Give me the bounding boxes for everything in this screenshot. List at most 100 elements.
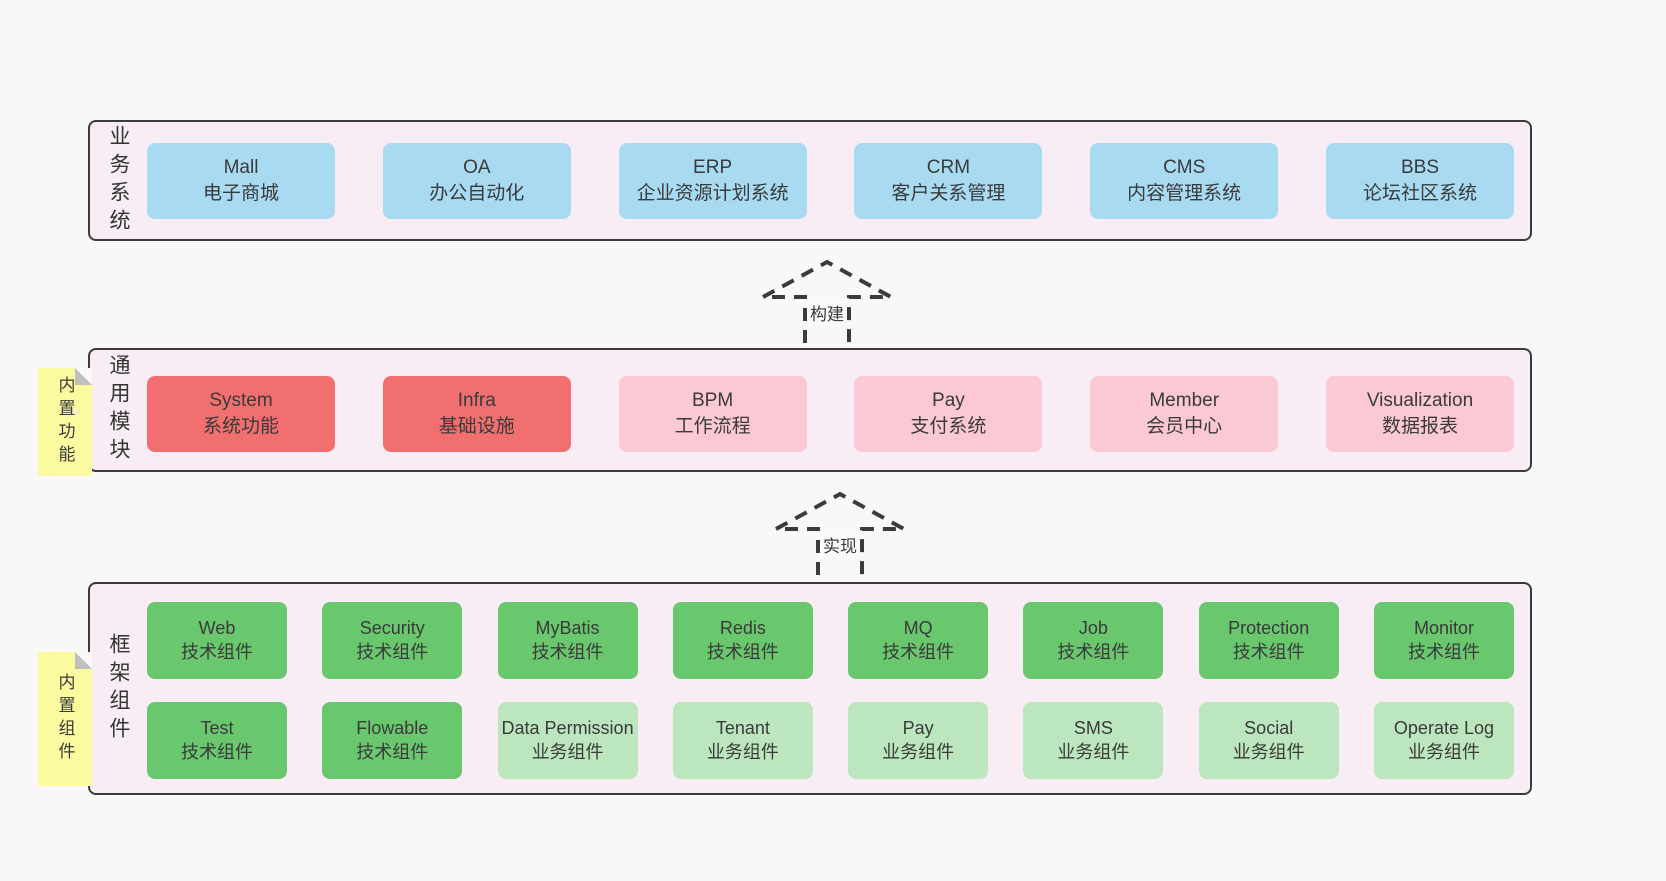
box-desc: 企业资源计划系统 [636, 183, 789, 204]
box-desc: 电子商城 [202, 183, 279, 204]
box-desc: 技术组件 [882, 641, 955, 662]
box-monitor: Monitor 技术组件 [1373, 602, 1514, 679]
box-name: Pay [932, 389, 965, 411]
box-security: Security 技术组件 [322, 602, 463, 679]
framework-components-container: 框架组件 Web 技术组件 Security 技术组件 MyBatis 技术组件… [88, 582, 1532, 795]
box-name: Job [1078, 617, 1108, 638]
box-name: Security [359, 617, 425, 638]
box-desc: 技术组件 [181, 741, 253, 762]
box-name: CRM [926, 156, 971, 178]
box-sms: SMS 业务组件 [1023, 702, 1164, 779]
box-erp: ERP 企业资源计划系统 [618, 143, 807, 219]
box-pay-component: Pay 业务组件 [848, 702, 989, 779]
box-mall: Mall 电子商城 [147, 143, 335, 219]
sticky-note-label: 内置组件 [55, 673, 75, 765]
box-name: Protection [1228, 617, 1310, 638]
box-desc: 业务组件 [882, 741, 955, 762]
box-data-permission: Data Permission 业务组件 [497, 702, 638, 779]
box-desc: 内容管理系统 [1127, 183, 1242, 204]
box-name: System [209, 389, 273, 411]
box-pay-module: Pay 支付系统 [854, 376, 1043, 452]
box-name: Web [198, 617, 236, 638]
box-name: Pay [902, 717, 934, 738]
box-bpm: BPM 工作流程 [618, 376, 807, 452]
box-desc: 业务组件 [706, 741, 779, 762]
box-name: MQ [903, 617, 933, 638]
box-mq: MQ 技术组件 [848, 602, 989, 679]
box-name: Social [1244, 717, 1294, 738]
box-desc: 技术组件 [356, 641, 429, 662]
box-name: BPM [692, 389, 734, 411]
box-name: Test [200, 717, 234, 738]
framework-components-label: 框架组件 [107, 632, 130, 745]
business-systems-label: 业务系统 [107, 124, 130, 237]
box-name: Visualization [1366, 389, 1474, 411]
box-social: Social 业务组件 [1198, 702, 1339, 779]
box-name: BBS [1400, 156, 1439, 178]
box-name: MyBatis [535, 617, 600, 638]
box-name: Tenant [715, 717, 770, 738]
sticky-note-label: 内置功能 [55, 376, 75, 468]
box-system: System 系统功能 [147, 376, 335, 452]
box-name: OA [463, 156, 491, 178]
box-desc: 技术组件 [531, 641, 604, 662]
box-desc: 基础设施 [438, 416, 515, 437]
box-desc: 系统功能 [202, 416, 279, 437]
up-block-arrow-icon [762, 259, 892, 343]
box-bbs: BBS 论坛社区系统 [1325, 143, 1514, 219]
common-modules-container: 通用模块 System 系统功能 Infra 基础设施 BPM 工作流程 Pay… [88, 348, 1532, 472]
box-desc: 会员中心 [1146, 416, 1223, 437]
business-systems-container: 业务系统 Mall 电子商城 OA 办公自动化 ERP 企业资源计划系统 CRM… [88, 120, 1532, 241]
box-desc: 客户关系管理 [891, 183, 1006, 204]
business-systems-row: Mall 电子商城 OA 办公自动化 ERP 企业资源计划系统 CRM 客户关系… [147, 143, 1514, 219]
box-desc: 技术组件 [1057, 641, 1130, 662]
box-mybatis: MyBatis 技术组件 [497, 602, 638, 679]
box-name: Infra [457, 389, 496, 411]
common-modules-row: System 系统功能 Infra 基础设施 BPM 工作流程 Pay 支付系统… [147, 376, 1514, 452]
box-desc: 技术组件 [181, 641, 253, 662]
implement-arrow: 实现 [770, 489, 910, 575]
box-name: ERP [693, 156, 733, 178]
box-desc: 技术组件 [706, 641, 779, 662]
build-arrow: 构建 [757, 257, 897, 343]
box-name: Data Permission [501, 717, 634, 738]
box-desc: 业务组件 [531, 741, 604, 762]
box-name: Redis [719, 617, 766, 638]
box-desc: 支付系统 [910, 416, 987, 437]
box-desc: 技术组件 [356, 741, 429, 762]
box-desc: 业务组件 [1057, 741, 1130, 762]
box-test: Test 技术组件 [147, 702, 287, 779]
box-operate-log: Operate Log 业务组件 [1373, 702, 1514, 779]
box-desc: 工作流程 [674, 416, 751, 437]
box-desc: 技术组件 [1232, 641, 1305, 662]
box-protection: Protection 技术组件 [1198, 602, 1339, 679]
box-name: Flowable [356, 717, 429, 738]
box-name: CMS [1163, 156, 1206, 178]
box-visualization: Visualization 数据报表 [1325, 376, 1514, 452]
box-desc: 业务组件 [1407, 741, 1480, 762]
box-infra: Infra 基础设施 [382, 376, 571, 452]
box-desc: 技术组件 [1407, 641, 1480, 662]
box-member: Member 会员中心 [1090, 376, 1279, 452]
up-block-arrow-icon [775, 491, 905, 575]
box-name: Operate Log [1393, 717, 1494, 738]
box-redis: Redis 技术组件 [672, 602, 813, 679]
box-name: Monitor [1413, 617, 1474, 638]
box-web: Web 技术组件 [147, 602, 287, 679]
common-modules-label: 通用模块 [107, 354, 130, 466]
box-cms: CMS 内容管理系统 [1090, 143, 1279, 219]
framework-row-2: Test 技术组件 Flowable 技术组件 Data Permission … [147, 702, 1514, 779]
box-oa: OA 办公自动化 [382, 143, 571, 219]
box-flowable: Flowable 技术组件 [322, 702, 463, 779]
box-name: SMS [1073, 717, 1113, 738]
sticky-note-built-in-components: 内置组件 [38, 652, 92, 786]
box-tenant: Tenant 业务组件 [672, 702, 813, 779]
implement-arrow-label: 实现 [820, 531, 860, 558]
box-name: Mall [223, 156, 259, 178]
sticky-note-built-in-features: 内置功能 [38, 368, 92, 476]
box-job: Job 技术组件 [1023, 602, 1164, 679]
box-name: Member [1149, 389, 1220, 411]
build-arrow-label: 构建 [807, 299, 847, 326]
box-desc: 业务组件 [1232, 741, 1305, 762]
box-crm: CRM 客户关系管理 [854, 143, 1043, 219]
